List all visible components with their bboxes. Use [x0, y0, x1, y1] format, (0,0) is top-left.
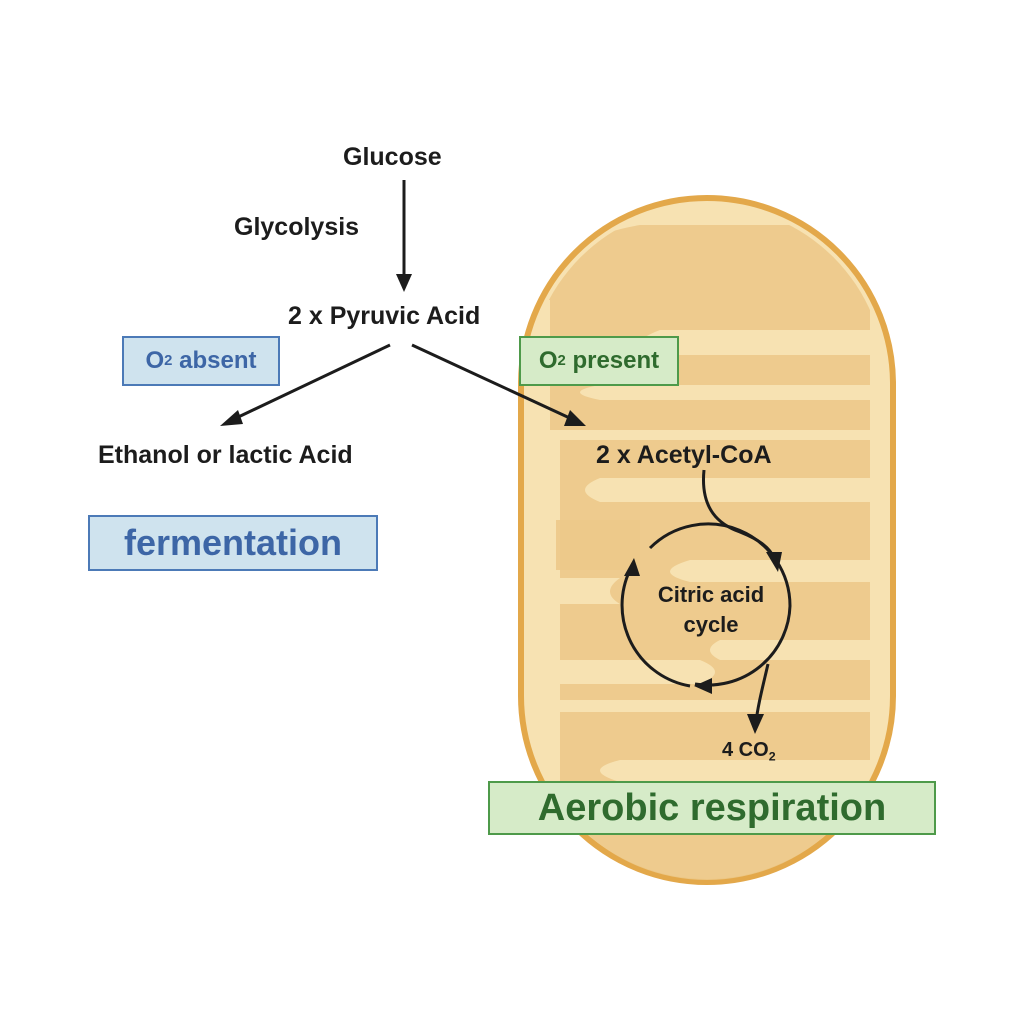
fermentation-arrowhead [220, 410, 243, 426]
fermentation-arrow [231, 343, 391, 422]
aerobic-respiration-box: Aerobic respiration [488, 781, 936, 835]
acetyl-entry-arrowhead [766, 552, 782, 572]
fermentation-box: fermentation [88, 515, 378, 571]
mitochondrion [518, 195, 896, 885]
o2-absent-suffix: absent [172, 347, 257, 374]
acetyl-coa-label: 2 x Acetyl-CoA [596, 441, 772, 469]
ethanol-lactic-label: Ethanol or lactic Acid [98, 441, 353, 469]
co2-label: 4 CO2 [722, 739, 776, 764]
co2-prefix: 4 CO [722, 739, 769, 761]
glycolysis-arrowhead [396, 274, 412, 292]
cycle-arrowhead-bottom [694, 678, 712, 694]
citric-label-line2: cycle [683, 612, 739, 637]
cycle-arc-left [620, 569, 691, 688]
citric-acid-cycle-label: Citric acid cycle [640, 580, 782, 640]
cycle-arrowhead-left [624, 558, 640, 576]
cycle-arc-right [648, 522, 792, 687]
arrows [220, 180, 792, 734]
glucose-label: Glucose [343, 143, 442, 171]
pyruvic-acid-label: 2 x Pyruvic Acid [288, 302, 481, 330]
o2-present-prefix: O [538, 347, 558, 374]
co2-exit-arrowhead [747, 714, 764, 734]
citric-label-line1: Citric acid [657, 582, 765, 607]
aerobic-arrowhead [564, 410, 586, 426]
o2-absent-prefix: O [145, 347, 165, 374]
aerobic-arrow [411, 343, 575, 422]
o2-present-suffix: present [565, 347, 660, 374]
glycolysis-label: Glycolysis [234, 213, 360, 241]
co2-subscript: 2 [768, 749, 776, 764]
